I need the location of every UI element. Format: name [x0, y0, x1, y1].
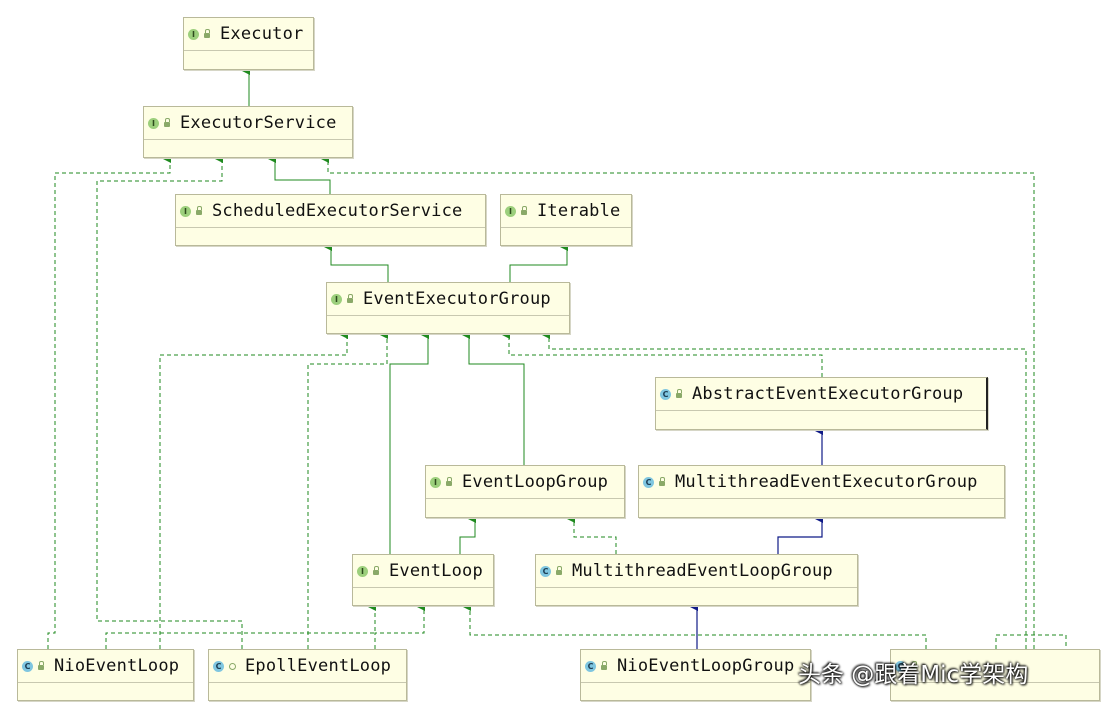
abstract-event-executor-group-node[interactable]: C AbstractEventExecutorGroup — [655, 377, 988, 430]
class-icon: C — [585, 660, 596, 672]
public-lock-icon — [555, 566, 563, 575]
node-label: ExecutorService — [180, 113, 337, 133]
public-lock-icon — [346, 294, 354, 303]
node-label: EventExecutorGroup — [363, 289, 551, 309]
abstract-class-icon: C — [660, 388, 671, 400]
public-lock-icon — [372, 566, 380, 575]
public-lock-icon — [37, 661, 45, 670]
public-lock-icon — [675, 389, 683, 398]
edge-eeg-to-iterable — [509, 243, 568, 282]
interface-icon: I — [180, 205, 191, 217]
interface-icon: I — [148, 117, 159, 129]
node-label: Iterable — [537, 201, 621, 221]
public-lock-icon — [520, 206, 528, 215]
interface-icon: I — [357, 565, 368, 577]
edge-nioel-to-el — [105, 603, 376, 649]
interface-icon: I — [331, 293, 342, 305]
interface-icon: I — [505, 205, 516, 217]
watermark-text: 头条 @跟着Mic学架构 — [798, 662, 1029, 688]
public-lock-icon — [445, 477, 453, 486]
abstract-class-icon: C — [643, 476, 654, 488]
node-label: NioEventLoopGroup — [617, 656, 795, 676]
node-label: AbstractEventExecutorGroup — [692, 384, 964, 404]
class-icon: C — [895, 660, 906, 672]
node-label: NioEventLoop — [54, 656, 180, 676]
public-lock-icon — [195, 206, 203, 215]
node-label: MultithreadEventLoopGroup — [572, 561, 833, 581]
executor-node[interactable]: I Executor — [183, 17, 314, 70]
abstract-class-icon: C — [540, 565, 551, 577]
scheduled-executor-service-node[interactable]: I ScheduledExecutorService — [175, 194, 486, 246]
public-lock-icon — [163, 118, 171, 127]
public-lock-icon — [203, 29, 211, 38]
obscured-class-node[interactable]: C — [890, 649, 1100, 701]
multithread-event-loop-group-node[interactable]: C MultithreadEventLoopGroup — [535, 554, 858, 606]
edge-nioel-to-executorservice — [47, 155, 171, 649]
edge-hidden-to-el — [463, 603, 927, 649]
node-label: MultithreadEventExecutorGroup — [675, 472, 978, 492]
edge-melg-to-meeg — [777, 515, 823, 554]
final-class-icon: C — [22, 660, 33, 672]
node-label: EpollEventLoop — [245, 656, 392, 676]
edge-hidden-to-eeg — [542, 331, 1027, 649]
nio-event-loop-node[interactable]: C NioEventLoop — [17, 649, 194, 701]
edge-el-to-elg — [459, 515, 476, 554]
node-label: EventLoopGroup — [462, 472, 609, 492]
public-lock-icon — [658, 477, 666, 486]
event-loop-node[interactable]: I EventLoop — [352, 554, 494, 606]
edge-eeg-to-scheduled — [324, 243, 389, 282]
executorservice-node[interactable]: I ExecutorService — [143, 106, 353, 158]
interface-icon: I — [188, 28, 199, 40]
edge-abstract-to-eeg — [502, 331, 823, 377]
nio-event-loop-group-node[interactable]: C NioEventLoopGroup — [580, 649, 811, 701]
edge-el-to-eeg — [389, 331, 429, 554]
edge-epollel-to-el — [374, 603, 425, 649]
interface-icon: I — [430, 476, 441, 488]
event-loop-group-node[interactable]: I EventLoopGroup — [425, 465, 625, 518]
edge-melg-to-elg — [567, 515, 617, 554]
package-private-icon — [228, 662, 236, 670]
edge-scheduled-to-executorservice — [268, 155, 331, 194]
edge-elg-to-eeg — [462, 331, 525, 465]
edge-nioel-to-eeg — [159, 331, 348, 649]
public-lock-icon — [600, 661, 608, 670]
edge-epollel-to-eeg — [307, 331, 388, 649]
node-label: ScheduledExecutorService — [212, 201, 463, 221]
iterable-node[interactable]: I Iterable — [500, 194, 632, 246]
multithread-event-executor-group-node[interactable]: C MultithreadEventExecutorGroup — [638, 465, 1005, 518]
node-label: Executor — [220, 24, 304, 44]
edge-epollel-to-executorservice — [96, 155, 243, 649]
epoll-event-loop-node[interactable]: C EpollEventLoop — [208, 649, 407, 701]
event-executor-group-node[interactable]: I EventExecutorGroup — [326, 282, 570, 334]
public-lock-icon — [910, 661, 918, 670]
class-icon: C — [213, 660, 224, 672]
node-label: EventLoop — [389, 561, 483, 581]
edge-hidden-to-executorservice — [321, 155, 1035, 649]
edge-hidden-side-a — [995, 634, 1067, 649]
